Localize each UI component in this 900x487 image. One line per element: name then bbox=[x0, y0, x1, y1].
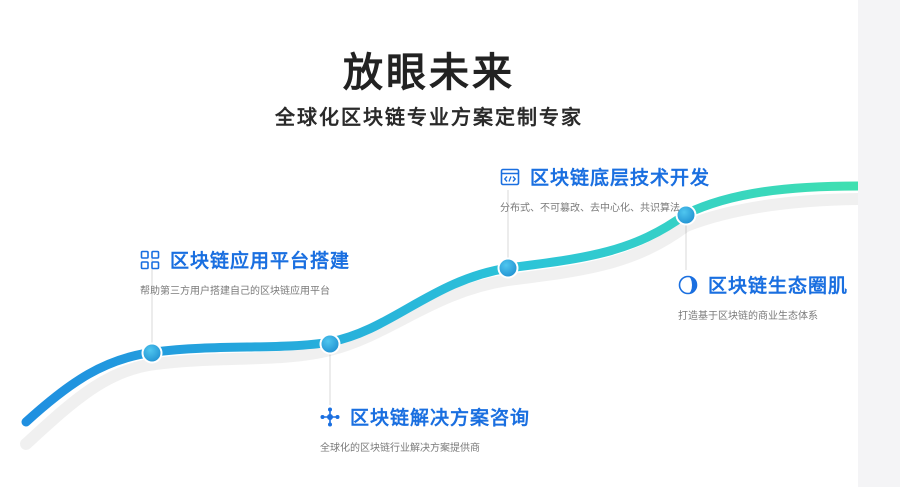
timeline-node-1 bbox=[141, 342, 163, 364]
right-edge-panel bbox=[858, 0, 900, 487]
timeline-node-3 bbox=[497, 257, 519, 279]
feature-core-tech: 区块链底层技术开发 分布式、不可篡改、去中心化、共识算法 bbox=[500, 163, 710, 214]
feature-solution-consulting: 区块链解决方案咨询 全球化的区块链行业解决方案提供商 bbox=[320, 403, 530, 454]
timeline-stage: 放眼未来 全球化区块链专业方案定制专家 bbox=[20, 50, 858, 454]
feature-title: 区块链生态圈肌 bbox=[708, 275, 849, 297]
timeline-node-2 bbox=[319, 333, 341, 355]
page-title: 放眼未来 bbox=[343, 50, 515, 96]
grid-apps-icon bbox=[140, 250, 160, 270]
ecosystem-globe-icon bbox=[678, 275, 698, 295]
curve-shadow bbox=[20, 193, 858, 450]
feature-title: 区块链底层技术开发 bbox=[530, 167, 711, 189]
feature-ecosystem: 区块链生态圈肌 打造基于区块链的商业生态体系 bbox=[678, 271, 848, 322]
timeline-node-4 bbox=[675, 204, 697, 226]
page-subtitle: 全球化区块链专业方案定制专家 bbox=[275, 105, 583, 129]
feature-desc: 帮助第三方用户搭建自己的区块链应用平台 bbox=[140, 286, 330, 297]
feature-desc: 全球化的区块链行业解决方案提供商 bbox=[320, 443, 480, 454]
code-window-icon bbox=[500, 167, 520, 187]
feature-app-platform: 区块链应用平台搭建 帮助第三方用户搭建自己的区块链应用平台 bbox=[140, 246, 350, 297]
feature-title: 区块链解决方案咨询 bbox=[350, 407, 531, 429]
network-nodes-icon bbox=[320, 407, 340, 427]
feature-desc: 分布式、不可篡改、去中心化、共识算法 bbox=[500, 203, 680, 214]
feature-title: 区块链应用平台搭建 bbox=[170, 250, 351, 272]
feature-desc: 打造基于区块链的商业生态体系 bbox=[678, 311, 818, 322]
progress-curve bbox=[20, 181, 858, 450]
